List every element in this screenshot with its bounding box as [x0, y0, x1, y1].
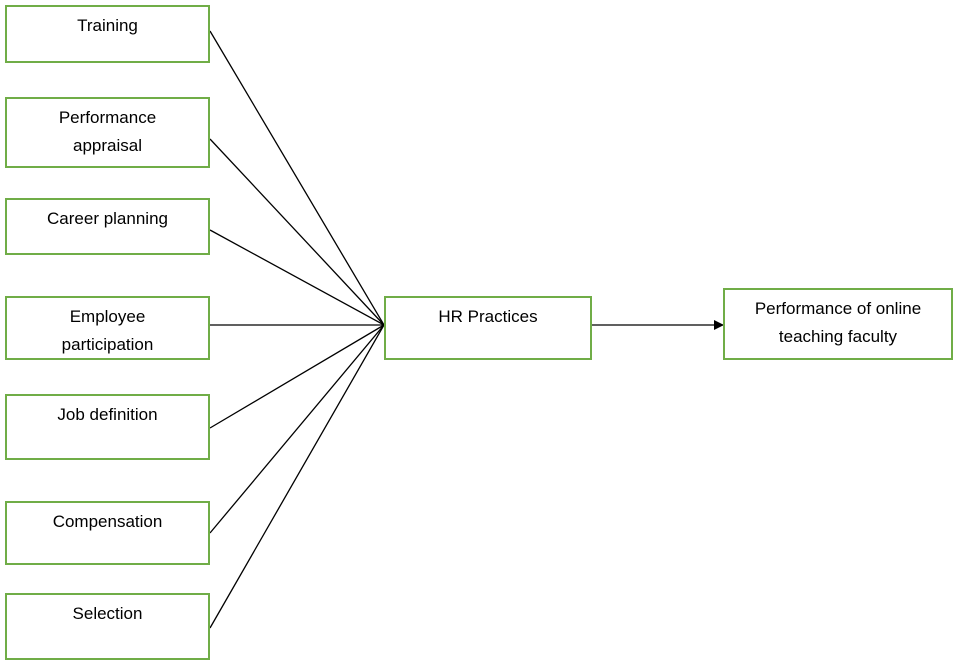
connector-career-planning — [209, 229, 385, 326]
factor-label: Training — [77, 16, 138, 35]
factor-box-employee-participation: Employee participation — [5, 296, 210, 360]
factor-box-job-definition: Job definition — [5, 394, 210, 460]
outcome-box: Performance of online teaching faculty — [723, 288, 953, 360]
hr-practices-box: HR Practices — [384, 296, 592, 360]
factor-label-line-1: Performance — [58, 108, 157, 127]
connector-compensation — [209, 324, 385, 534]
connector-job-definition — [209, 324, 385, 429]
factor-label-line-1: Employee — [69, 307, 146, 326]
hr-practices-label: HR Practices — [438, 307, 538, 326]
factor-label: Compensation — [52, 512, 163, 531]
factor-box-career-planning: Career planning — [5, 198, 210, 255]
factor-label: Career planning — [47, 209, 168, 228]
outcome-label-line-2: teaching faculty — [778, 327, 898, 346]
connector-training — [209, 30, 385, 326]
factor-box-selection: Selection — [5, 593, 210, 660]
factor-box-compensation: Compensation — [5, 501, 210, 565]
factor-box-training: Training — [5, 5, 210, 63]
factor-box-performance-appraisal: Performance appraisal — [5, 97, 210, 168]
connector-performance-appraisal — [209, 138, 385, 326]
factor-label-line-2: appraisal — [73, 136, 142, 155]
factor-label-line-2: participation — [61, 335, 154, 354]
factor-label: Job definition — [57, 405, 158, 424]
connector-selection — [209, 324, 385, 629]
factor-label: Selection — [72, 604, 143, 623]
outcome-label-line-1: Performance of online — [754, 299, 922, 318]
